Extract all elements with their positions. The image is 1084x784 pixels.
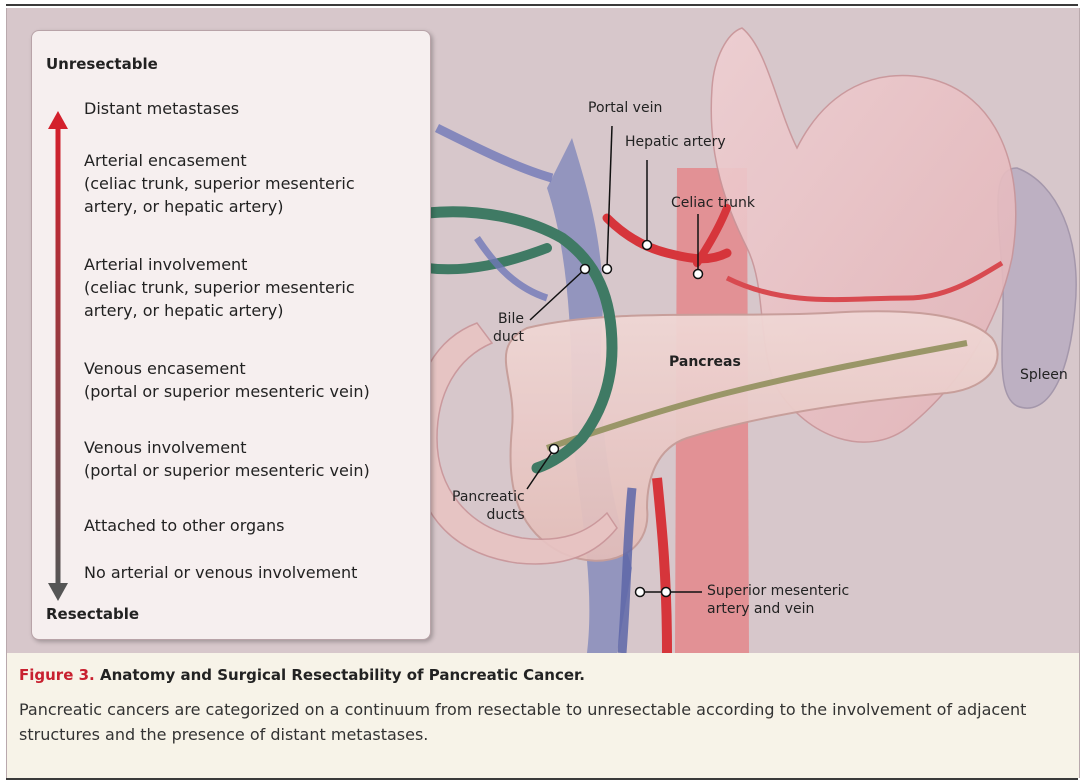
caption-figure-number: Figure 3. (19, 666, 95, 684)
panel-item-arterial-encasement: Arterial encasement (celiac trunk, super… (84, 149, 424, 218)
sma-shape (657, 478, 667, 653)
panel-item-venous-encasement: Venous encasement (portal or superior me… (84, 357, 424, 403)
unresectable-label: Unresectable (46, 55, 158, 73)
figure-caption: Figure 3. Anatomy and Surgical Resectabi… (6, 653, 1080, 778)
panel-item-attached-other-organs: Attached to other organs (84, 514, 424, 537)
caption-body: Pancreatic cancers are categorized on a … (19, 697, 1059, 747)
resectable-label: Resectable (46, 605, 139, 623)
bottom-rule (6, 778, 1078, 780)
label-pancreas: Pancreas (669, 353, 741, 371)
caption-title-text: Anatomy and Surgical Resectability of Pa… (100, 666, 585, 684)
top-rule (6, 4, 1078, 6)
label-hepatic-artery: Hepatic artery (625, 133, 726, 151)
caption-title: Figure 3. Anatomy and Surgical Resectabi… (19, 666, 585, 684)
label-celiac-trunk: Celiac trunk (671, 194, 755, 212)
label-spleen: Spleen (1020, 366, 1068, 384)
panel-item-distant-metastases: Distant metastases (84, 97, 424, 120)
panel-item-venous-involvement: Venous involvement (portal or superior m… (84, 436, 424, 482)
panel-item-no-involvement: No arterial or venous involvement (84, 561, 424, 584)
label-pancreatic-ducts: Pancreatic ducts (452, 488, 525, 524)
figure-illustration-area: Portal vein Hepatic artery Celiac trunk … (6, 8, 1080, 653)
resectability-scale-arrow (46, 111, 70, 601)
label-sma-smv: Superior mesenteric artery and vein (707, 582, 849, 618)
panel-item-arterial-involvement: Arterial involvement (celiac trunk, supe… (84, 253, 424, 322)
hepatic-vein-shape (437, 128, 552, 178)
resectability-panel: Unresectable Distant metastases Arterial… (31, 30, 431, 640)
label-bile-duct: Bile duct (493, 310, 524, 346)
label-portal-vein: Portal vein (588, 99, 662, 117)
